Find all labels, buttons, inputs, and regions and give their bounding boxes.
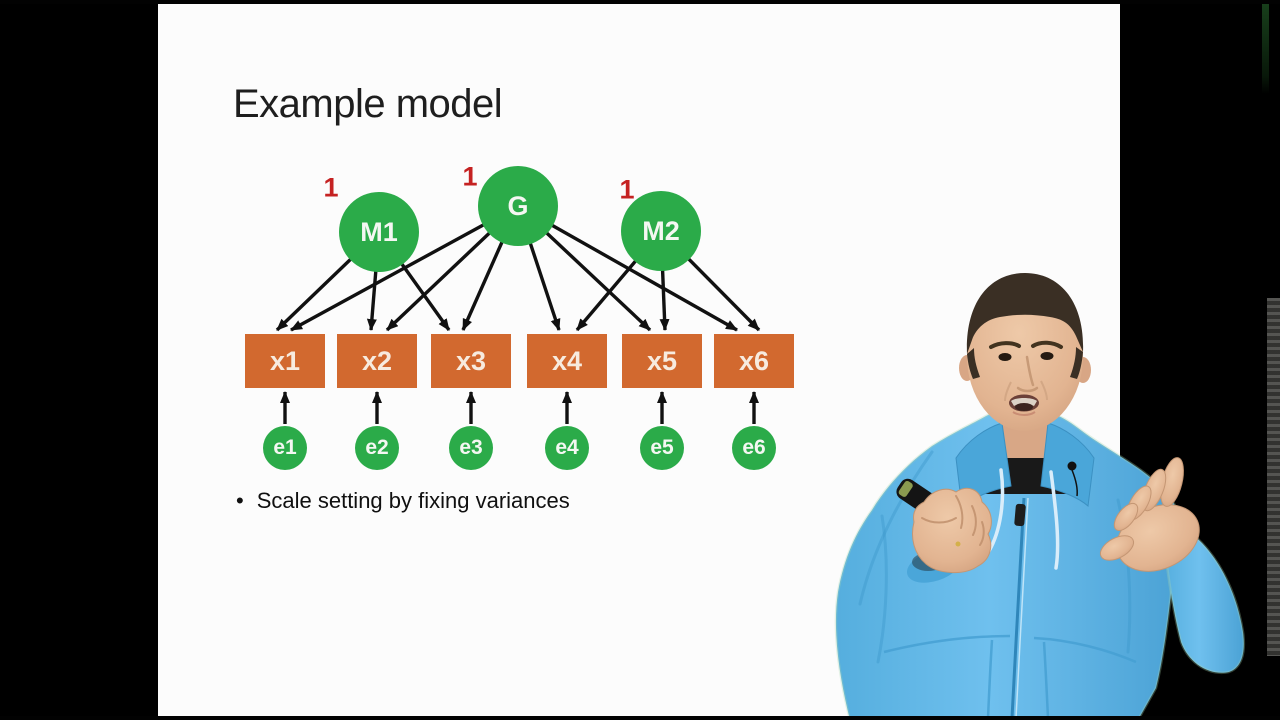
presenter-sideburn-right	[1070, 347, 1083, 379]
error-node-e3: e3	[449, 426, 493, 470]
presenter-right-hand	[1099, 457, 1200, 572]
presenter-face	[967, 281, 1083, 431]
presenter-sideburn-left	[967, 348, 980, 379]
arrow-g-x1	[290, 204, 519, 332]
ring	[955, 541, 961, 547]
fixed-variance-label-g: 1	[462, 161, 478, 192]
fixed-variance-label-m1: 1	[323, 172, 339, 203]
fixed-variance-label-m2: 1	[619, 174, 635, 205]
letterbox-bottom	[0, 716, 1280, 720]
presenter-cheek-folds	[1004, 380, 1048, 402]
bullet-row: • Scale setting by fixing variances	[236, 488, 570, 514]
presenter-head	[959, 273, 1091, 431]
presenter-hair	[966, 273, 1084, 354]
letterbox-top	[0, 0, 1280, 4]
error-node-e2: e2	[355, 426, 399, 470]
observed-node-x6: x6	[714, 334, 794, 388]
pocket-seams	[883, 634, 1137, 719]
error-node-e5: e5	[640, 426, 684, 470]
bullet-glyph: •	[236, 488, 244, 513]
observed-node-x5: x5	[622, 334, 702, 388]
error-node-e6: e6	[732, 426, 776, 470]
presenter-eye-left	[998, 353, 1012, 361]
observed-node-x3: x3	[431, 334, 511, 388]
latent-node-g: G	[478, 166, 558, 246]
error-node-e4: e4	[545, 426, 589, 470]
observed-node-x4: x4	[527, 334, 607, 388]
observed-node-x1: x1	[245, 334, 325, 388]
observed-node-x2: x2	[337, 334, 417, 388]
right-edge-green-artifact	[1262, 4, 1269, 94]
bullet-text: Scale setting by fixing variances	[256, 488, 570, 513]
slide-title: Example model	[233, 82, 503, 126]
lavalier-mic	[1067, 461, 1078, 497]
presenter-eyebrows	[989, 340, 1063, 349]
presenter-nose	[1016, 355, 1039, 393]
presenter-left-hand	[912, 487, 992, 573]
presenter-eye-right	[1040, 352, 1054, 360]
hoodie-zipper	[1010, 497, 1029, 719]
latent-node-m1: M1	[339, 192, 419, 272]
right-edge-gray-artifact	[1267, 298, 1280, 656]
presenter-mouth	[1009, 394, 1039, 416]
latent-node-m2: M2	[621, 191, 701, 271]
error-node-e1: e1	[263, 426, 307, 470]
